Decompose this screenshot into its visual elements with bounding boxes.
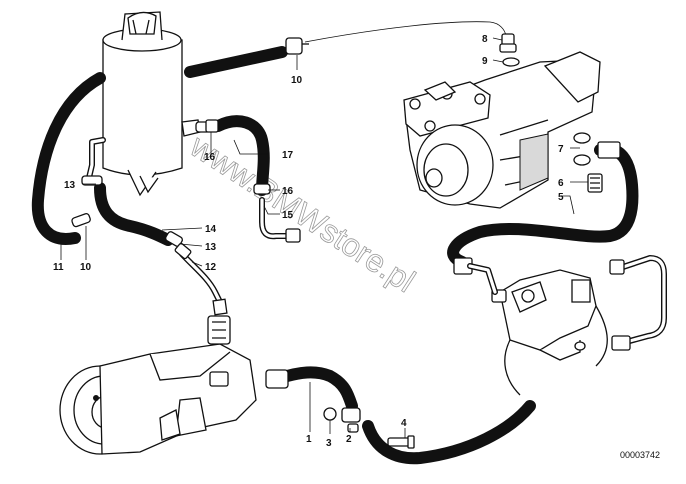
banjo-bolt-8 bbox=[499, 33, 517, 53]
callout-3: 3 bbox=[326, 438, 332, 449]
callout-16-upper: 16 bbox=[204, 152, 216, 163]
hose-5-end-upper bbox=[597, 141, 621, 159]
callout-10-left: 10 bbox=[80, 262, 92, 273]
top-hose-clamp bbox=[285, 37, 303, 55]
callout-7: 7 bbox=[558, 144, 564, 155]
seal-rings-7 bbox=[573, 132, 591, 166]
clamp-13-left bbox=[81, 175, 103, 186]
callout-2: 2 bbox=[346, 434, 352, 445]
clamp-16-lower bbox=[253, 183, 271, 195]
clamp-2 bbox=[341, 407, 361, 433]
callout-11: 11 bbox=[53, 262, 64, 273]
vehicle-body-outline bbox=[504, 305, 608, 396]
leader-lines bbox=[60, 37, 588, 438]
bolt-4 bbox=[387, 435, 415, 449]
nut-3 bbox=[323, 407, 337, 421]
hose-14 bbox=[94, 182, 174, 246]
callout-14: 14 bbox=[205, 224, 217, 235]
callout-17: 17 bbox=[282, 150, 294, 161]
callout-5: 5 bbox=[558, 192, 564, 203]
fitting-12-top bbox=[174, 242, 192, 260]
pressure-pipe-nut-lower bbox=[611, 335, 631, 351]
drawing-number: 00003742 bbox=[620, 450, 660, 460]
pressure-hose-1 bbox=[274, 366, 358, 412]
callout-13-right: 13 bbox=[205, 242, 217, 253]
callout-13-left: 13 bbox=[64, 180, 76, 191]
oil-reservoir bbox=[102, 11, 201, 197]
callout-6: 6 bbox=[558, 178, 564, 189]
callout-9: 9 bbox=[482, 56, 488, 67]
pipe-15-nut bbox=[285, 228, 301, 243]
power-steering-pump bbox=[59, 315, 257, 455]
hose-1-fitting bbox=[265, 369, 289, 389]
lower-return-hose bbox=[362, 400, 536, 465]
callouts: 1 2 3 4 5 6 7 8 9 10 10 11 12 13 13 14 1… bbox=[53, 34, 564, 449]
callout-12: 12 bbox=[205, 262, 217, 273]
clamp-10-left bbox=[71, 213, 91, 228]
steering-valve-housing bbox=[499, 269, 597, 361]
seal-ring-9 bbox=[502, 57, 520, 67]
callout-10-top: 10 bbox=[291, 75, 303, 86]
callout-4: 4 bbox=[401, 418, 407, 429]
pipe-12-fitting bbox=[212, 298, 228, 316]
suction-hose-11 bbox=[31, 72, 106, 245]
pressure-pipe bbox=[617, 255, 667, 345]
hose-17 bbox=[212, 115, 270, 196]
callout-1: 1 bbox=[306, 434, 312, 445]
callout-8: 8 bbox=[482, 34, 488, 45]
callout-16-lower: 16 bbox=[282, 186, 294, 197]
pressure-hose-5 bbox=[447, 143, 639, 268]
watermark: www.BMWstore.pl bbox=[183, 127, 421, 299]
pressure-pipe-nut bbox=[609, 259, 625, 275]
clamp-16-upper bbox=[195, 119, 219, 133]
top-hose bbox=[184, 46, 288, 78]
steering-gear-box bbox=[403, 51, 601, 209]
callout-15: 15 bbox=[282, 210, 294, 221]
hollow-bolt-6 bbox=[587, 173, 603, 193]
return-line bbox=[304, 21, 507, 43]
